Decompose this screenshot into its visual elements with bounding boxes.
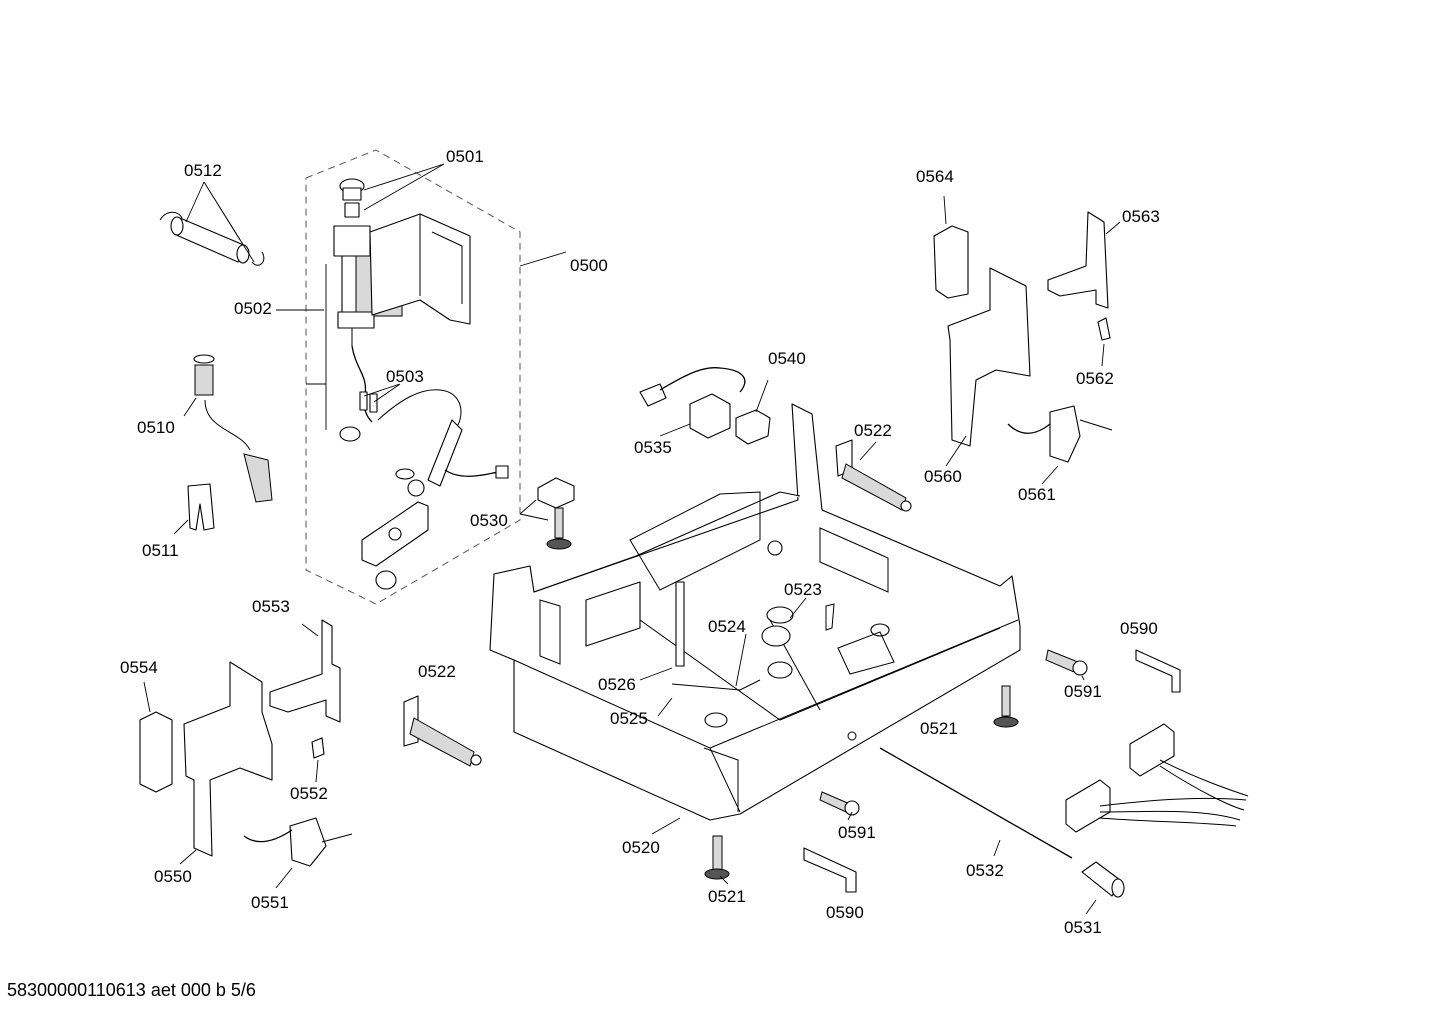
part-0500-bracket <box>361 501 429 590</box>
label-0526: 0526 <box>598 675 636 694</box>
part-0552-clip <box>311 737 325 759</box>
part-0564-cover <box>933 225 969 299</box>
part-0562-clip <box>1097 317 1111 341</box>
part-0520-base <box>489 403 1021 821</box>
label-0522-left: 0522 <box>418 662 456 681</box>
label-0523: 0523 <box>784 580 822 599</box>
label-0501: 0501 <box>446 147 484 166</box>
label-0564: 0564 <box>916 167 954 186</box>
label-0591-right: 0591 <box>1064 682 1102 701</box>
label-0525: 0525 <box>610 709 648 728</box>
label-0532: 0532 <box>966 861 1004 880</box>
part-0512-tube <box>159 211 265 266</box>
part-0535-0540-connectors <box>639 366 771 445</box>
part-0560-bracket <box>947 267 1031 447</box>
leader-lines <box>143 163 1121 915</box>
label-0524: 0524 <box>708 617 746 636</box>
label-0535: 0535 <box>634 438 672 457</box>
label-0521-right: 0521 <box>920 719 958 738</box>
label-0563: 0563 <box>1122 207 1160 226</box>
part-labels: 0501 0512 0500 0502 0503 0510 0511 0564 … <box>120 147 1160 937</box>
part-0523-0526-internals <box>671 581 895 728</box>
part-0550-bracket <box>183 661 273 857</box>
part-0554-cover <box>139 711 173 793</box>
label-0531: 0531 <box>1064 918 1102 937</box>
label-0591-bottom: 0591 <box>838 823 876 842</box>
part-0591-screw-bottom <box>819 791 860 816</box>
label-0502: 0502 <box>234 299 272 318</box>
part-0551-sensor <box>243 817 353 867</box>
label-0590-right: 0590 <box>1120 619 1158 638</box>
label-0550: 0550 <box>154 867 192 886</box>
label-0561: 0561 <box>1018 485 1056 504</box>
part-wiring-harness <box>1065 723 1249 833</box>
part-0590-rail-right <box>1135 649 1181 693</box>
part-0510-hose <box>193 354 273 503</box>
label-0510: 0510 <box>137 418 175 437</box>
part-0561-sensor <box>1007 405 1113 463</box>
label-0554: 0554 <box>120 658 158 677</box>
part-0553-bracket <box>269 619 341 723</box>
part-0531-cap <box>1081 861 1125 898</box>
part-0501-0502-valve <box>333 178 471 346</box>
label-0503: 0503 <box>386 367 424 386</box>
part-0590-rail-bottom <box>803 847 857 893</box>
assembly-0500-outline <box>305 149 521 605</box>
label-0500: 0500 <box>570 256 608 275</box>
label-0590-bottom: 0590 <box>826 903 864 922</box>
label-0562: 0562 <box>1076 369 1114 388</box>
label-0512: 0512 <box>184 161 222 180</box>
label-0551: 0551 <box>251 893 289 912</box>
part-0503-sensor-hose <box>339 345 509 497</box>
label-0520: 0520 <box>622 838 660 857</box>
label-0540: 0540 <box>768 349 806 368</box>
label-0530: 0530 <box>470 511 508 530</box>
part-0521-foot-right <box>993 685 1019 728</box>
part-0521-foot-bottom <box>704 835 730 880</box>
part-0532-rod <box>879 747 1073 859</box>
part-0522-spring-right <box>835 439 912 512</box>
label-0553: 0553 <box>252 597 290 616</box>
part-0530-foot <box>537 477 575 550</box>
label-0552: 0552 <box>290 784 328 803</box>
part-0591-screw-right <box>1045 649 1088 676</box>
label-0522-right: 0522 <box>854 421 892 440</box>
label-0511: 0511 <box>142 541 179 560</box>
part-0511-clip <box>187 483 215 531</box>
part-0563-bracket <box>1047 211 1109 309</box>
part-0522-spring-left <box>403 695 482 767</box>
label-0521-bottom: 0521 <box>708 887 746 906</box>
label-0560: 0560 <box>924 467 962 486</box>
document-id: 58300000110613 aet 000 b 5/6 <box>7 980 256 1000</box>
